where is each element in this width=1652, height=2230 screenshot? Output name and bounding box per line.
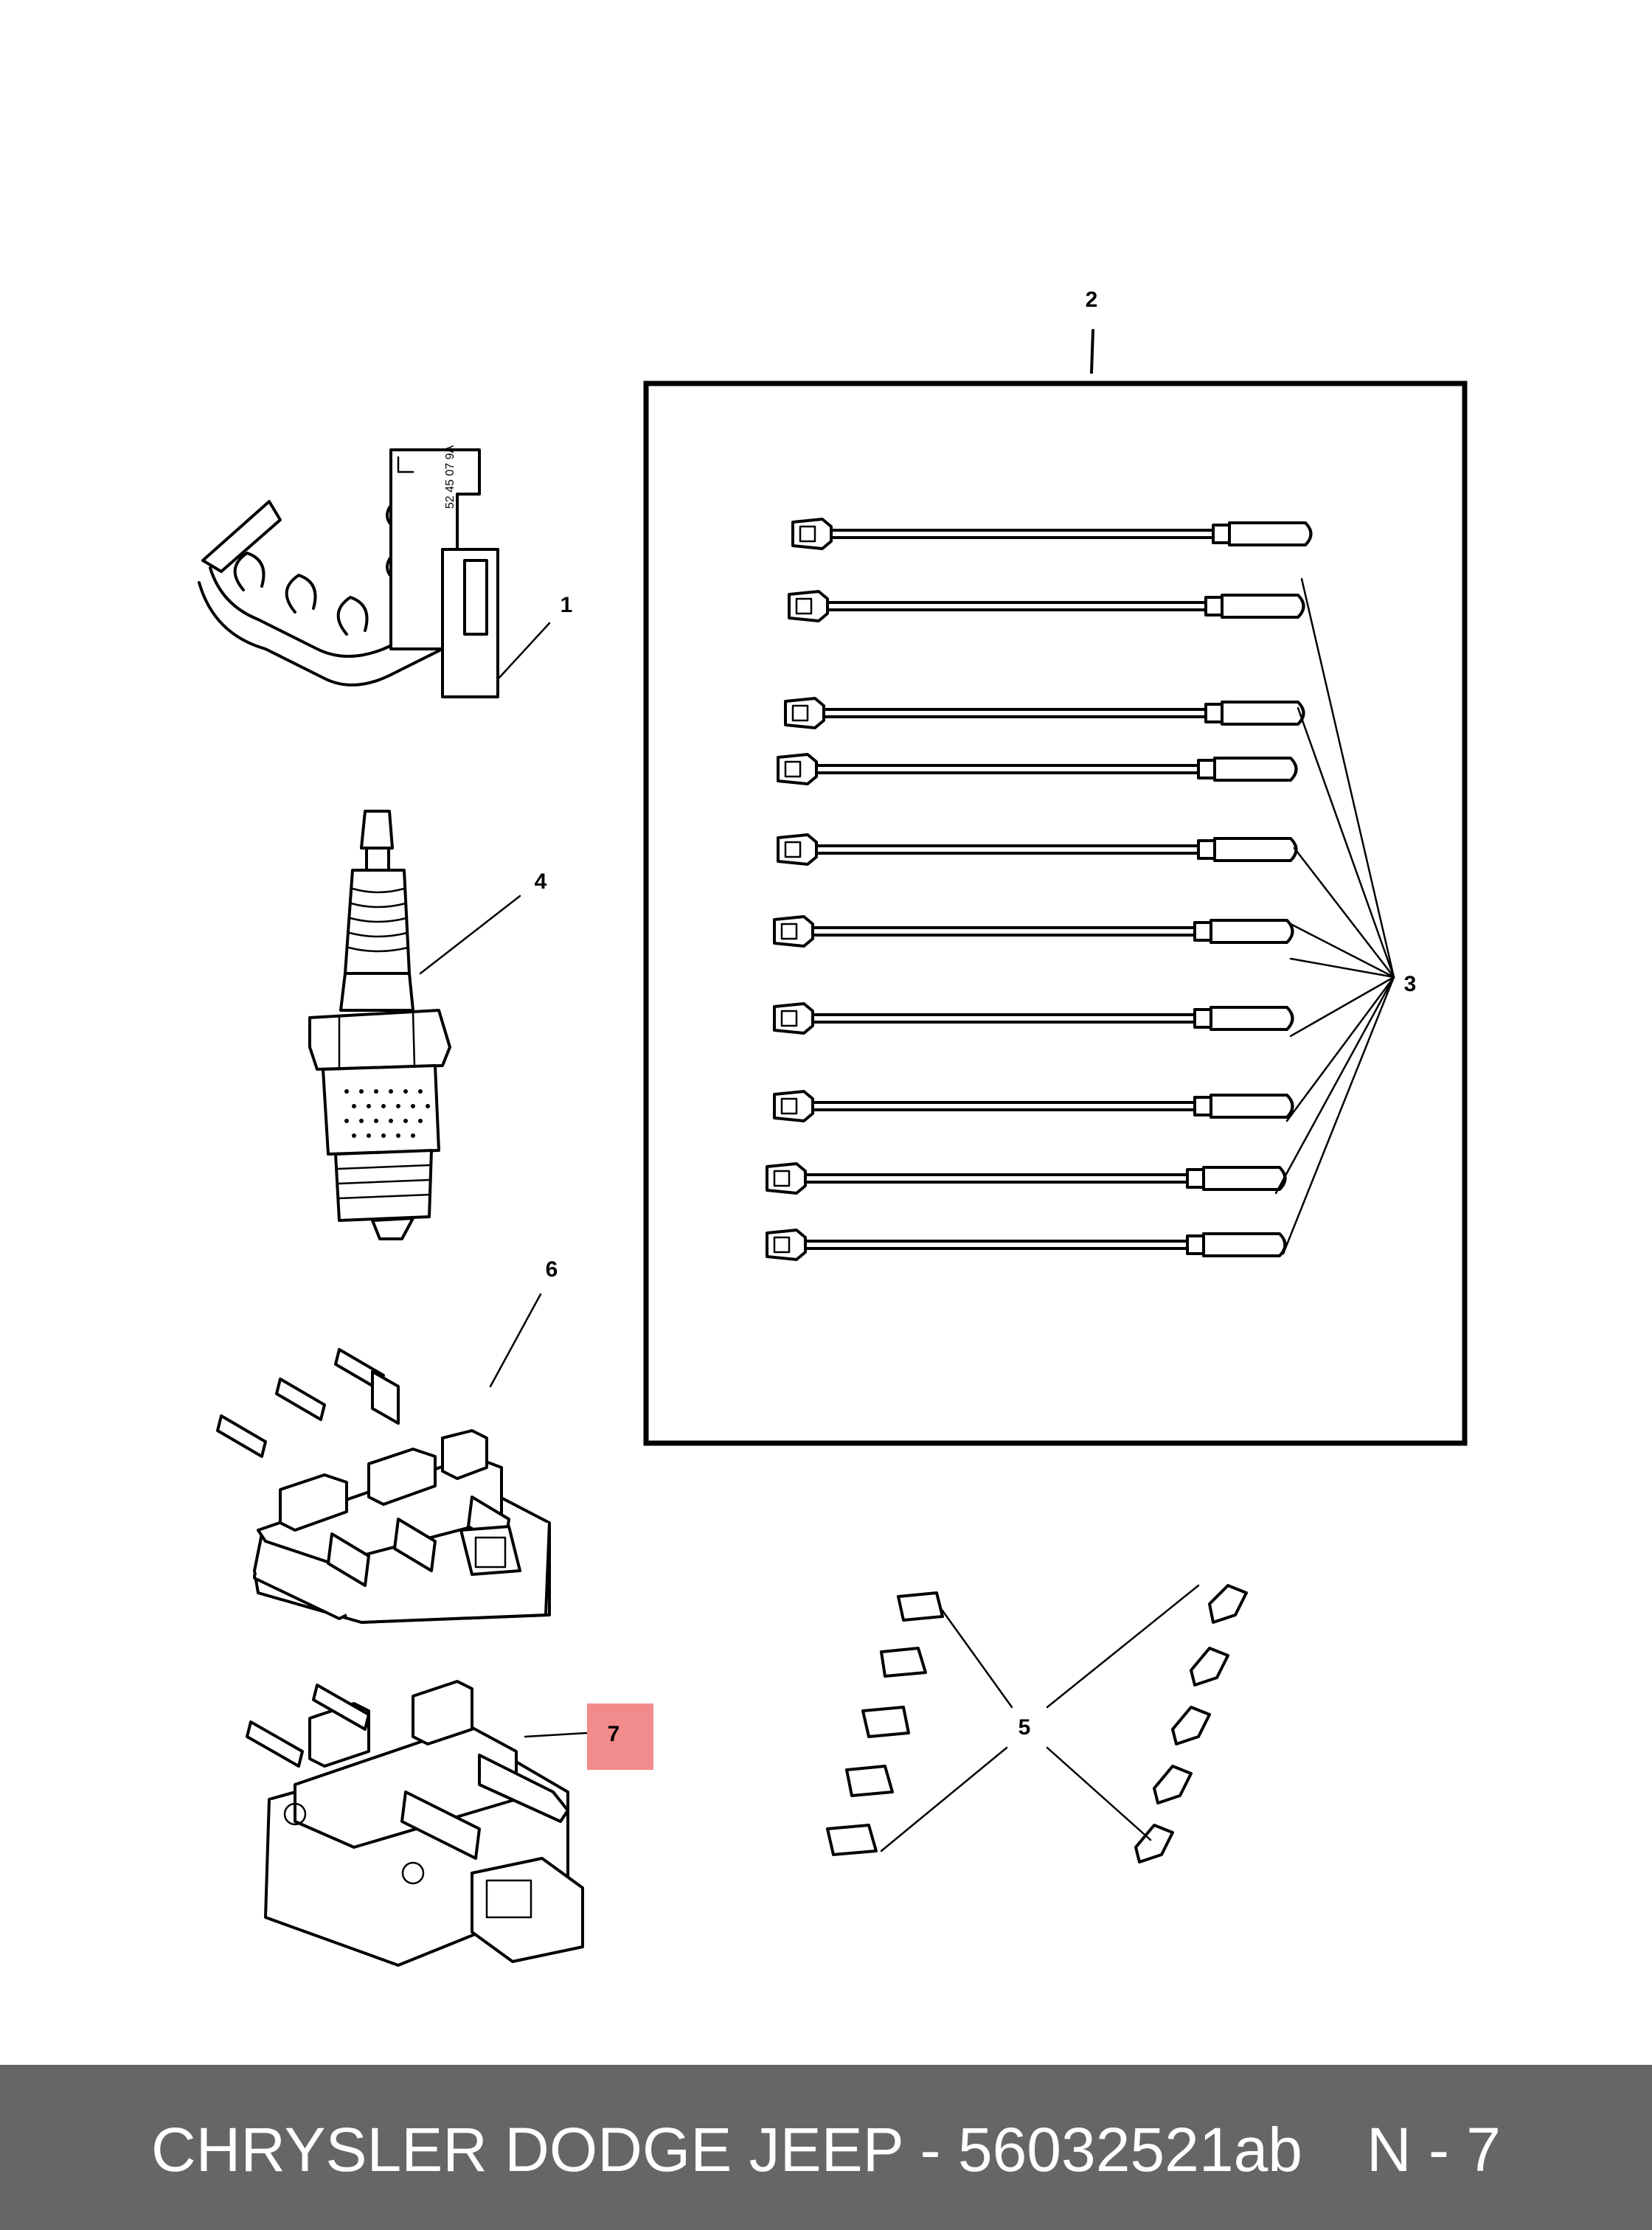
svg-text:52 45 07 9A: 52 45 07 9A	[444, 445, 457, 509]
ignition-wire-set[interactable]	[766, 518, 1313, 1261]
spark-plug-cable[interactable]	[773, 915, 1294, 948]
spark-plug[interactable]	[308, 810, 451, 1240]
wire-separator-clip[interactable]: 52 45 07 9A	[198, 445, 499, 698]
leader-line-5d	[1046, 1746, 1152, 1841]
callout-7-highlight	[587, 1703, 653, 1770]
ignition-coil-pack-4[interactable]	[246, 1680, 584, 1967]
leader-line-5b	[880, 1746, 1008, 1852]
leader-line-7	[524, 1731, 589, 1738]
spark-plug-cable[interactable]	[777, 833, 1298, 866]
leader-line-6	[489, 1293, 542, 1388]
diagram-reference: N - 7	[1366, 2115, 1501, 2184]
leader-lines-3	[1274, 577, 1395, 1255]
spark-plug-cable[interactable]	[791, 518, 1313, 550]
leader-line-5a	[939, 1606, 1013, 1709]
ignition-coil-pack-6[interactable]	[216, 1348, 551, 1624]
callout-3: 3	[1404, 972, 1417, 996]
spark-plug-cable[interactable]	[773, 1090, 1294, 1122]
spark-plug-cable[interactable]	[784, 697, 1305, 729]
leader-line-4	[419, 895, 521, 975]
spark-plug-cable[interactable]	[788, 590, 1305, 622]
wire-set-frame	[643, 381, 1468, 1446]
callout-5: 5	[1018, 1715, 1031, 1740]
spark-plug-cable[interactable]	[777, 753, 1298, 785]
callout-1: 1	[560, 593, 573, 617]
callout-7: 7	[608, 1722, 620, 1746]
leader-line-2	[1090, 329, 1094, 374]
part-number-title: CHRYSLER DODGE JEEP - 56032521ab	[151, 2115, 1303, 2184]
parts-diagram: 52 45 07 9A 1 2 3 4	[198, 288, 1468, 1967]
spark-plug-cable[interactable]	[773, 1002, 1294, 1035]
callout-6: 6	[546, 1257, 558, 1282]
leader-line-5c	[1046, 1584, 1200, 1709]
cable-terminal-boots[interactable]	[826, 1584, 1248, 1863]
footer-bar: CHRYSLER DODGE JEEP - 56032521ab N - 7	[0, 2065, 1652, 2230]
callout-2: 2	[1086, 288, 1098, 312]
spark-plug-cable[interactable]	[766, 1162, 1287, 1195]
leader-line-1	[497, 622, 551, 680]
callout-4: 4	[535, 869, 547, 894]
spark-plug-cable[interactable]	[766, 1229, 1287, 1261]
